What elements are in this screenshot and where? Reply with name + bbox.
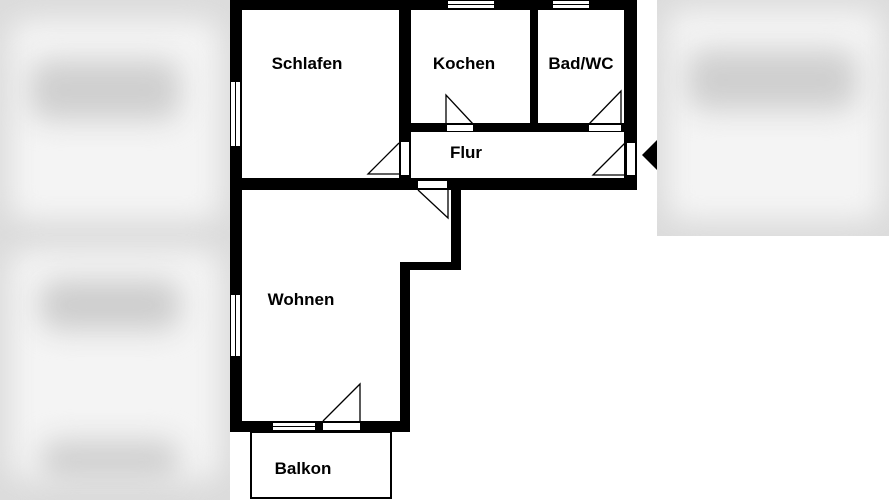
window-bad bbox=[553, 1, 589, 8]
window-schlafen bbox=[231, 82, 240, 146]
window-wohnen bbox=[231, 295, 240, 356]
blurred-background-right bbox=[657, 0, 889, 236]
door-bad bbox=[588, 89, 622, 131]
entrance-arrow-icon bbox=[642, 140, 657, 170]
window-kochen bbox=[448, 1, 494, 8]
room-label-schlafen: Schlafen bbox=[272, 54, 343, 73]
door-schlafen bbox=[366, 142, 409, 175]
door-kochen bbox=[445, 93, 474, 131]
balkon-outline bbox=[250, 431, 392, 499]
room-label-balkon: Balkon bbox=[275, 459, 332, 478]
blurred-background-left bbox=[0, 0, 230, 500]
door-entrance bbox=[591, 142, 635, 176]
plan-area bbox=[230, 0, 657, 500]
room-label-bad: Bad/WC bbox=[548, 54, 613, 73]
door-balkon bbox=[322, 382, 361, 430]
window-wohnen-balkon bbox=[273, 423, 315, 430]
room-label-flur: Flur bbox=[450, 143, 482, 162]
room-label-wohnen: Wohnen bbox=[268, 290, 335, 309]
room-label-kochen: Kochen bbox=[433, 54, 495, 73]
door-wohnen bbox=[417, 181, 449, 220]
